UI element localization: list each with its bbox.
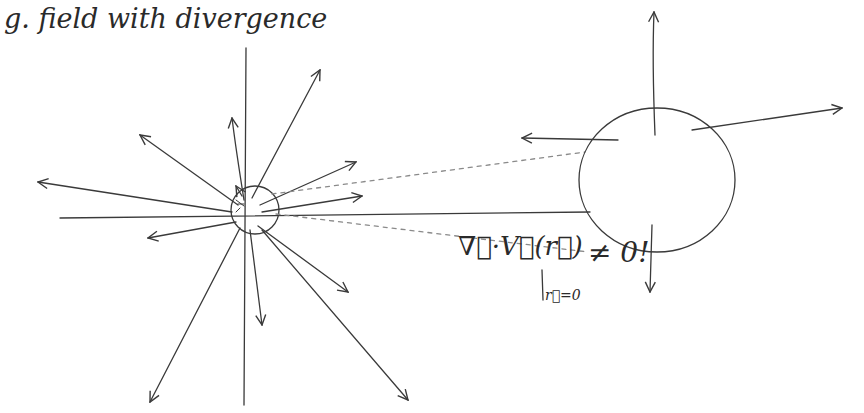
evaluation-bar: [542, 270, 543, 300]
magnified-circle: [579, 108, 735, 252]
field-arrows: [38, 70, 408, 402]
sketch-heading: g. field with divergence: [4, 4, 327, 34]
nonzero-note: ≠ 0!: [588, 238, 649, 269]
origin-circle: [231, 186, 279, 234]
evaluation-point: r⃗=0: [545, 288, 581, 303]
divergence-expression: ∇⃗·V⃗(r⃗): [458, 232, 583, 261]
zoom-line: [272, 152, 585, 194]
origin-star: [236, 200, 244, 212]
x-axis: [60, 212, 590, 218]
y-axis: [244, 48, 246, 405]
